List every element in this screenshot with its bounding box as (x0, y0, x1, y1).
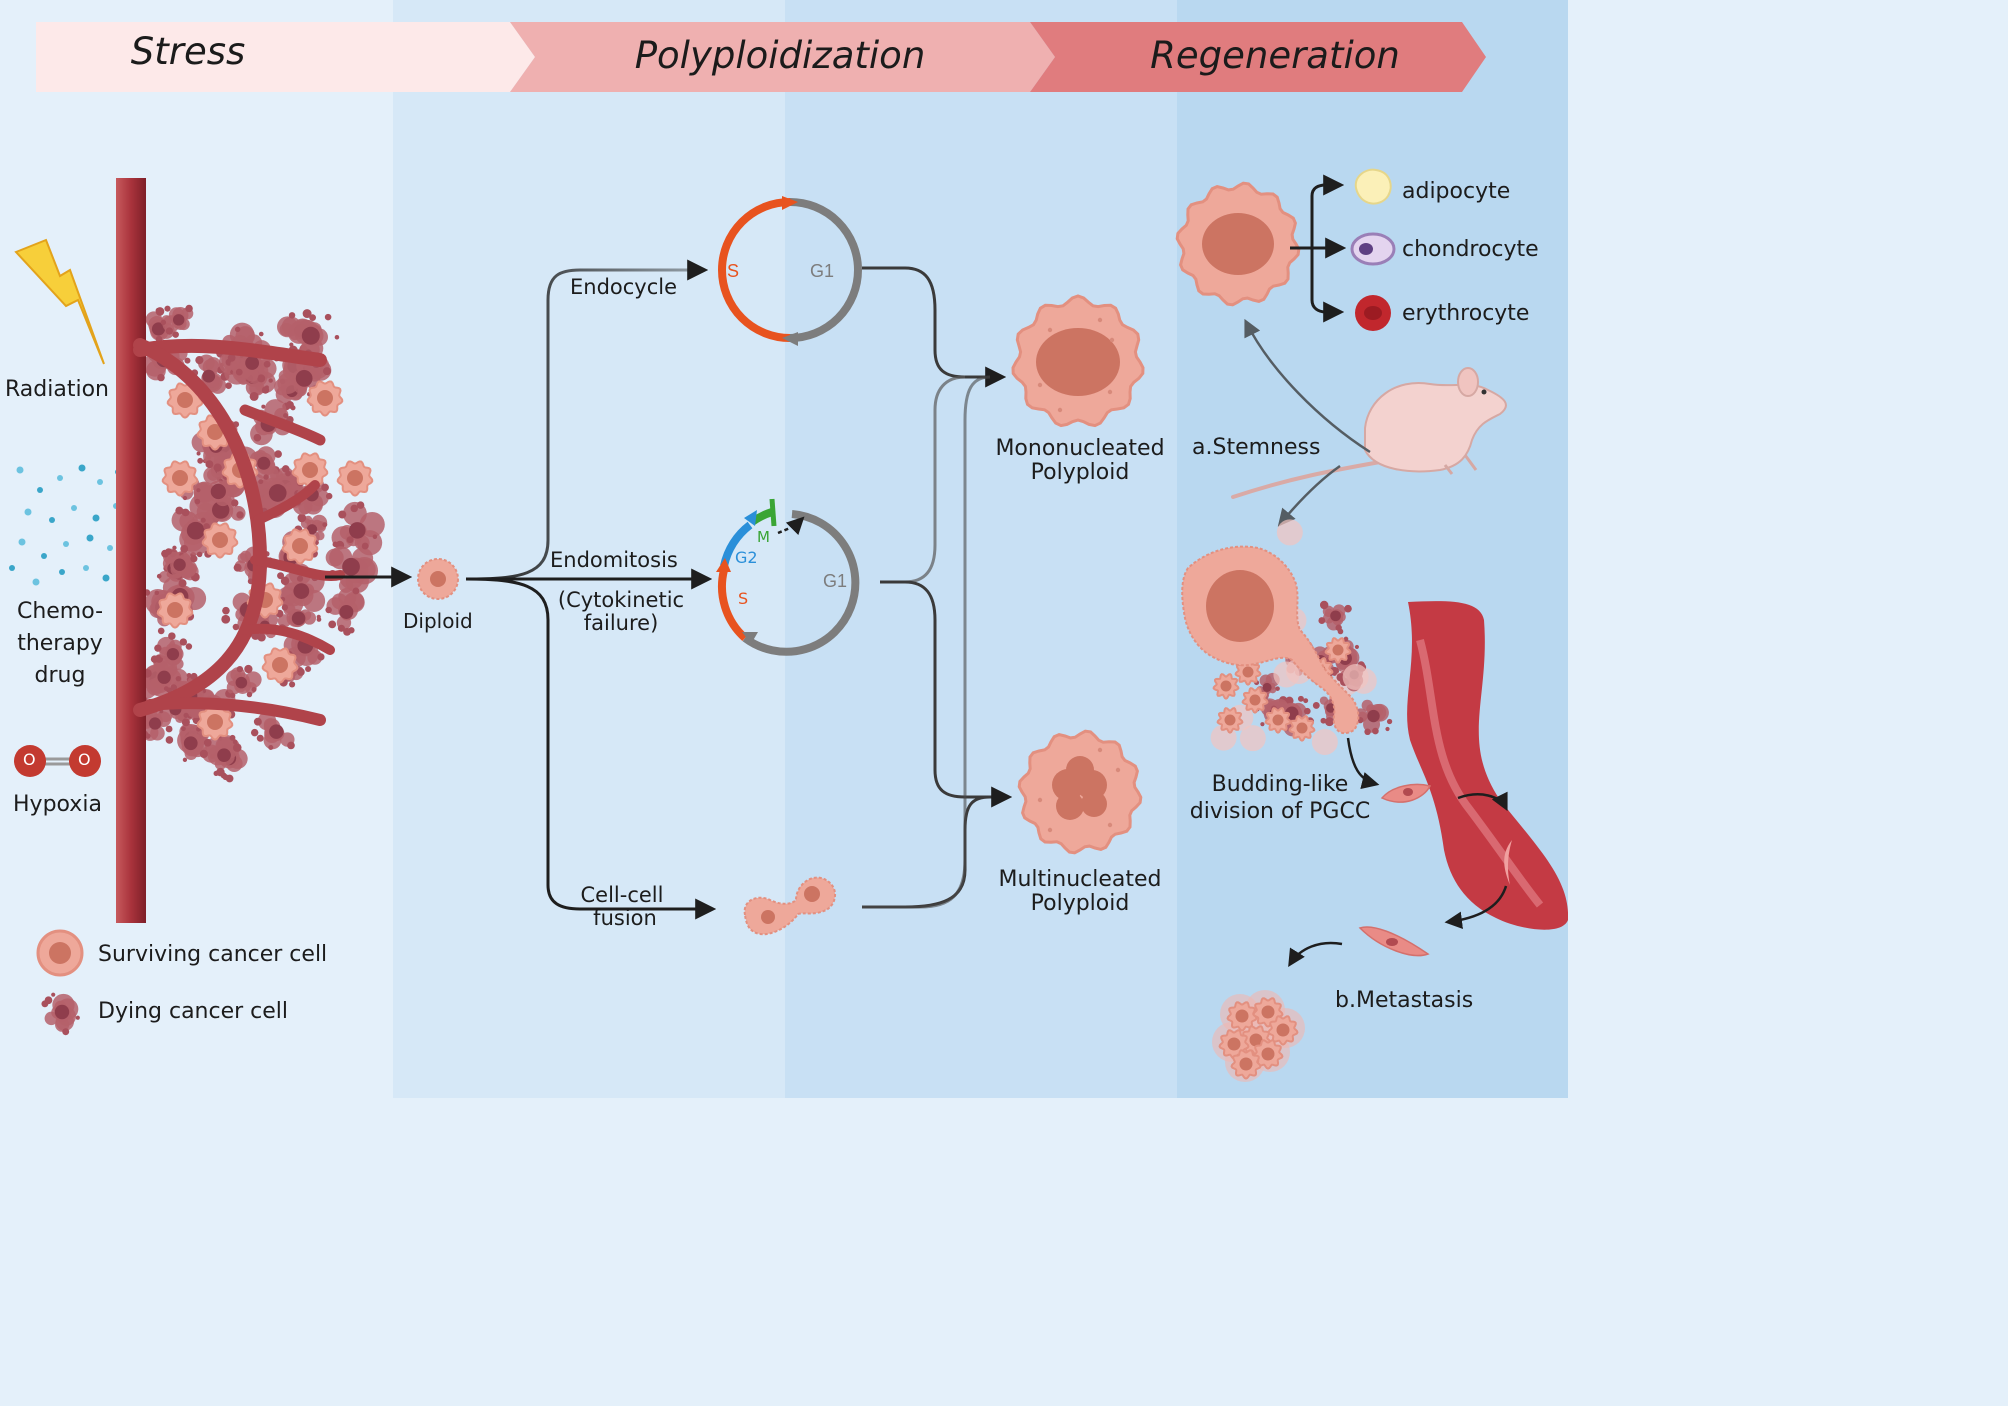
fusing-cells (743, 876, 836, 936)
label-hypoxia: Hypoxia (13, 792, 102, 817)
label-cytokinetic-2: failure) (583, 611, 659, 635)
stage-title-polyploidization: Polyploidization (634, 34, 926, 77)
label-multi-1: Multinucleated (998, 867, 1162, 892)
label-chemo-3: drug (34, 663, 86, 688)
cycle1-g1-label: G1 (810, 261, 835, 281)
metastatic-colony (1212, 990, 1305, 1082)
figure: Stress Polyploidization Regeneration Rad… (5, 0, 1568, 1098)
endomitosis-cycle (716, 498, 860, 656)
label-chemo-2: therapy (17, 631, 103, 656)
label-chemo-1: Chemo- (16, 599, 104, 624)
label-chondrocyte: chondrocyte (1402, 237, 1539, 262)
erythrocyte-icon (1355, 295, 1391, 331)
tumor-mass (128, 304, 385, 783)
label-endocycle: Endocycle (570, 275, 678, 299)
chondrocyte-icon (1350, 232, 1396, 266)
label-fusion-1: Cell-cell (580, 883, 664, 907)
legend-dying-label: Dying cancer cell (98, 999, 289, 1024)
diploid-cell (417, 558, 459, 600)
label-budding-1: Budding-like (1211, 772, 1349, 797)
o2-letter-right: O (78, 750, 91, 769)
pathway-branches (465, 259, 717, 920)
label-budding-2: division of PGCC (1189, 799, 1371, 824)
stage-title-regeneration: Regeneration (1150, 34, 1400, 77)
label-erythrocyte: erythrocyte (1402, 301, 1530, 326)
metastasis-vessel (1407, 601, 1568, 930)
cycle2-g1-label: G1 (823, 571, 848, 591)
label-mono-1: Mononucleated (995, 436, 1165, 461)
cycle2-m-label: M (757, 528, 770, 546)
banner-regeneration (1030, 22, 1486, 92)
label-mono-2: Polyploid (1030, 460, 1130, 485)
oxygen-molecule-icon (14, 745, 101, 777)
endocycle-cycle (718, 196, 862, 346)
label-fusion-2: fusion (593, 906, 657, 930)
label-radiation: Radiation (5, 377, 109, 402)
migrating-cell-2 (1358, 926, 1430, 957)
blood-vessel (116, 178, 345, 923)
stem-pgcc-cell (1175, 181, 1301, 307)
merge-lines (862, 266, 1013, 909)
legend-surviving-icon (36, 929, 84, 977)
cycle2-g2-label: G2 (735, 548, 758, 567)
migrating-cell-1 (1380, 783, 1432, 803)
diagram-canvas (9, 0, 1568, 1098)
banner-stress (36, 22, 535, 92)
stage-title-stress: Stress (130, 30, 246, 73)
label-metastasis: b.Metastasis (1335, 988, 1474, 1013)
cycle1-s-label: S (727, 261, 740, 281)
label-multi-2: Polyploid (1030, 891, 1130, 916)
multinucleated-polyploid-cell (1017, 729, 1143, 855)
label-stemness: a.Stemness (1192, 435, 1321, 460)
differentiation-arrows (1290, 174, 1347, 323)
cycle2-s-label: S (738, 589, 749, 608)
mouse-arrows (1244, 318, 1371, 527)
label-endomitosis: Endomitosis (550, 548, 678, 572)
label-diploid: Diploid (403, 609, 473, 633)
budding-arrow (1346, 737, 1380, 790)
legend-surviving-label: Surviving cancer cell (98, 942, 328, 967)
o2-letter-left: O (23, 750, 36, 769)
budding-pgcc (1181, 545, 1360, 735)
label-cytokinetic-1: (Cytokinetic (557, 588, 685, 612)
lightning-icon (14, 238, 105, 365)
nude-mouse-icon (1231, 367, 1507, 499)
adipocyte-icon (1354, 168, 1392, 205)
band-polyploid-left (393, 0, 785, 1098)
legend-dying-icon (41, 992, 80, 1036)
label-adipocyte: adipocyte (1402, 179, 1511, 204)
banner-polyploidization (510, 22, 1055, 92)
metastasis-arrow (1288, 941, 1343, 967)
